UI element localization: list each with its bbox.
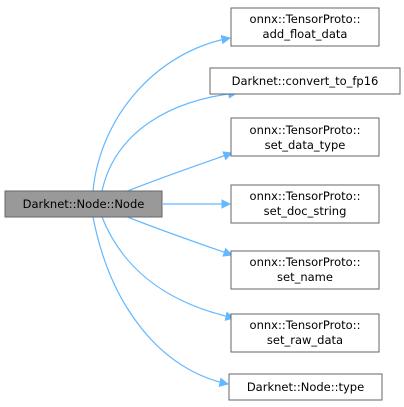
node-set-data-type-line-1: onnx::TensorProto:: — [250, 123, 361, 137]
edge-to-set-data-type — [124, 151, 233, 193]
node-set-data-type-line-2: set_data_type — [265, 138, 346, 152]
node-set-doc-string-line-1: onnx::TensorProto:: — [250, 189, 361, 203]
edge-to-set-raw-data — [101, 216, 235, 321]
edge-to-node-type — [92, 216, 229, 387]
node-node-type[interactable]: Darknet::Node::type — [228, 373, 383, 401]
edges — [92, 34, 238, 387]
edge-to-set-name — [124, 215, 233, 257]
node-add-float-data-line-2: add_float_data — [263, 27, 348, 41]
node-set-name-line-1: onnx::TensorProto:: — [250, 255, 361, 269]
node-set-doc-string-line-2: set_doc_string — [264, 204, 347, 218]
node-set-raw-data-line-2: set_raw_data — [267, 333, 343, 347]
edge-to-convert-to-fp16 — [101, 89, 238, 192]
node-node-type-label: Darknet::Node::type — [247, 380, 364, 394]
node-convert-to-fp16[interactable]: Darknet::convert_to_fp16 — [209, 67, 401, 95]
node-set-doc-string[interactable]: onnx::TensorProto:: set_doc_string — [230, 184, 380, 224]
node-add-float-data-line-1: onnx::TensorProto:: — [250, 12, 361, 26]
node-root-label: Darknet::Node::Node — [23, 197, 145, 211]
node-set-raw-data-line-1: onnx::TensorProto:: — [250, 318, 361, 332]
nodes: Darknet::Node::Node onnx::TensorProto:: … — [4, 7, 401, 401]
node-set-name-line-2: set_name — [277, 270, 333, 284]
node-set-raw-data[interactable]: onnx::TensorProto:: set_raw_data — [230, 313, 380, 353]
edge-to-add-float-data — [92, 34, 231, 192]
node-set-data-type[interactable]: onnx::TensorProto:: set_data_type — [230, 117, 380, 157]
node-set-name[interactable]: onnx::TensorProto:: set_name — [230, 250, 380, 290]
node-convert-to-fp16-label: Darknet::convert_to_fp16 — [232, 74, 379, 88]
node-root[interactable]: Darknet::Node::Node — [4, 190, 163, 218]
node-add-float-data[interactable]: onnx::TensorProto:: add_float_data — [230, 7, 380, 47]
